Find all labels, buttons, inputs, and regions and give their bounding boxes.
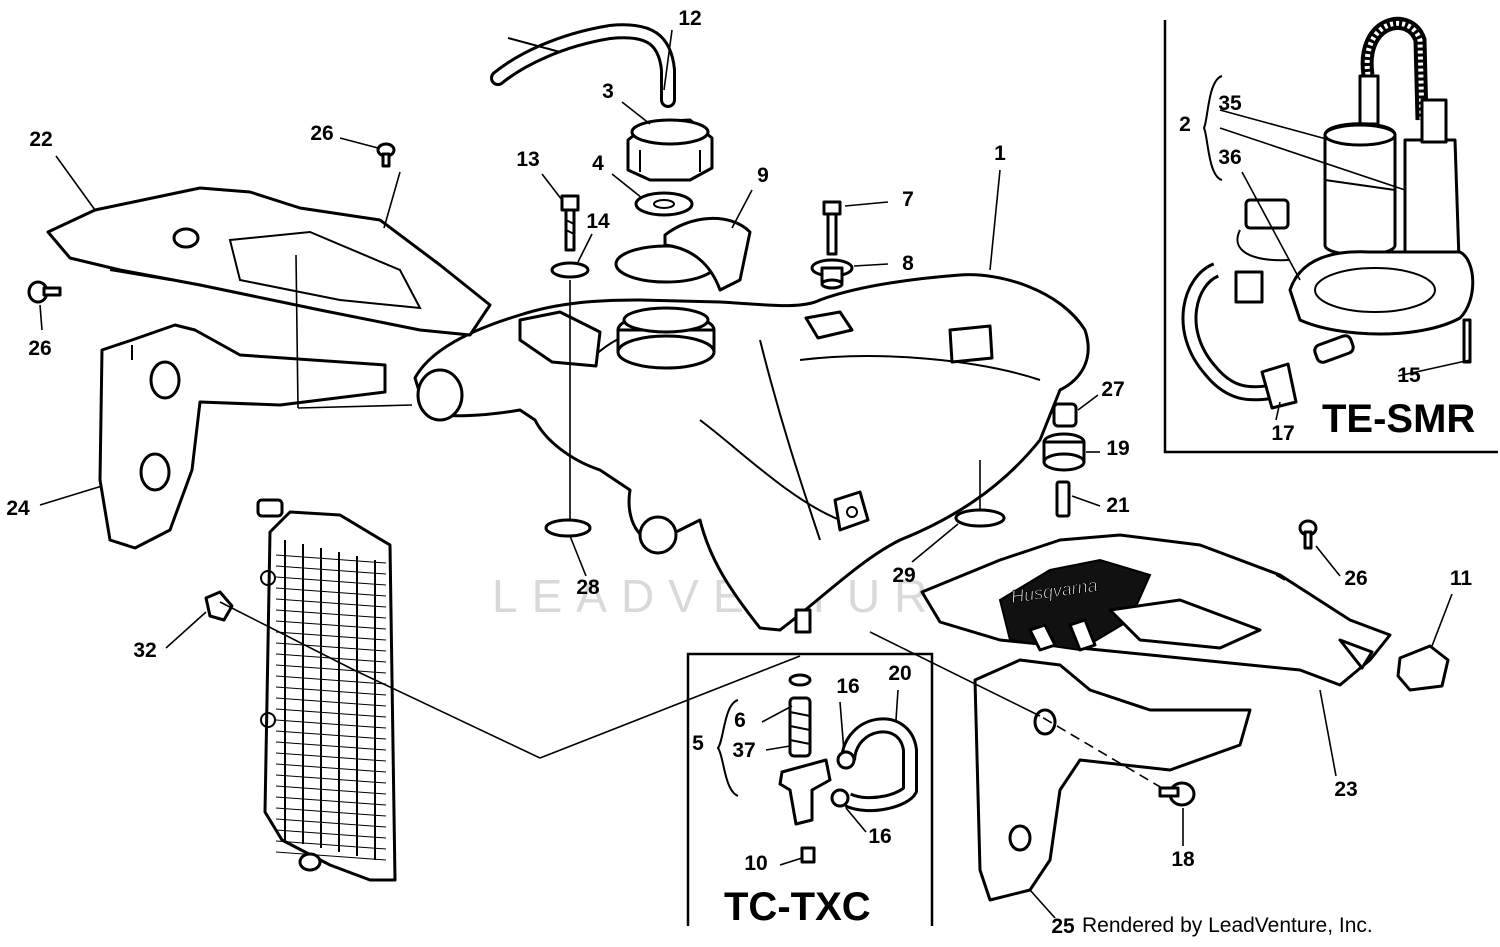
callout-26-top: 26 — [310, 122, 333, 145]
callout-27: 27 — [1101, 378, 1124, 401]
leader-lines — [39, 29, 1471, 919]
washer-14 — [550, 261, 590, 279]
rubber-mount-19 — [1042, 432, 1086, 472]
deflector — [663, 216, 752, 292]
screw-26-top — [376, 142, 396, 168]
callout-4: 4 — [592, 152, 604, 175]
callout-16-upper: 16 — [836, 675, 859, 698]
cap-seal — [634, 191, 694, 217]
screw-18 — [1158, 781, 1196, 807]
callout-20: 20 — [888, 662, 911, 685]
callout-6: 6 — [734, 709, 746, 732]
callout-24: 24 — [6, 497, 30, 520]
spacer-27 — [1052, 402, 1078, 428]
callout-15: 15 — [1397, 364, 1421, 387]
te-smr-box — [1163, 20, 1498, 454]
vent-hose — [490, 23, 676, 108]
tc-txc-box — [686, 652, 934, 926]
callout-13: 13 — [516, 148, 539, 171]
callout-1: 1 — [994, 142, 1006, 165]
right-side-panel — [973, 658, 1252, 902]
radiator-fins — [275, 540, 387, 861]
callout-35: 35 — [1218, 92, 1242, 115]
bolt-21 — [1055, 480, 1071, 518]
callout-23: 23 — [1334, 778, 1357, 801]
bracket-2 — [1202, 75, 1223, 181]
callout-10: 10 — [744, 852, 767, 875]
fuel-cap — [626, 118, 714, 182]
clip-32 — [204, 590, 234, 622]
bracket-5 — [716, 699, 739, 797]
fuel-tank — [413, 273, 1090, 634]
radiator — [256, 498, 397, 882]
callout-2: 2 — [1179, 113, 1191, 136]
petcock-assembly — [778, 673, 918, 864]
callout-5: 5 — [692, 732, 704, 755]
left-shroud-upper — [46, 186, 492, 337]
callout-21: 21 — [1106, 494, 1130, 517]
bolt-13 — [560, 194, 580, 252]
filler-neck — [616, 306, 716, 370]
bolt-7 — [822, 200, 842, 256]
callout-36: 36 — [1218, 146, 1241, 169]
credit-line: Rendered by LeadVenture, Inc. — [1082, 914, 1373, 937]
callout-17: 17 — [1271, 422, 1294, 445]
callout-11: 11 — [1450, 567, 1473, 590]
callout-22: 22 — [29, 128, 52, 151]
washer-29 — [954, 508, 1006, 528]
callout-29: 29 — [892, 564, 915, 587]
variant-label-tc-txc: TC-TXC — [724, 885, 871, 929]
callout-14: 14 — [586, 210, 610, 233]
clip-11 — [1396, 644, 1450, 692]
callout-7: 7 — [902, 188, 914, 211]
variant-label-te-smr: TE-SMR — [1322, 397, 1475, 441]
callout-18: 18 — [1171, 848, 1195, 871]
fuel-pump-assembly — [1181, 17, 1475, 410]
callout-26-right: 26 — [1344, 567, 1367, 590]
callout-26-left: 26 — [28, 337, 51, 360]
callout-8: 8 — [902, 252, 914, 275]
callout-3: 3 — [602, 80, 614, 103]
callout-19: 19 — [1106, 437, 1129, 460]
callout-32: 32 — [133, 639, 156, 662]
callout-25: 25 — [1051, 915, 1075, 938]
callout-28: 28 — [576, 576, 600, 599]
screw-26-left — [27, 280, 62, 304]
washer-28 — [544, 518, 592, 538]
callout-9: 9 — [757, 164, 769, 187]
screw-26-right — [1298, 519, 1318, 550]
right-shroud: Husqvarna — [920, 533, 1392, 687]
left-side-panel — [98, 323, 387, 550]
callout-16-lower: 16 — [868, 825, 891, 848]
callout-12: 12 — [678, 7, 701, 30]
callout-37: 37 — [732, 739, 755, 762]
grommet-8 — [810, 258, 854, 290]
callout-labels: 1 2 3 4 5 6 7 8 9 10 11 12 13 14 15 16 1… — [6, 7, 1472, 938]
